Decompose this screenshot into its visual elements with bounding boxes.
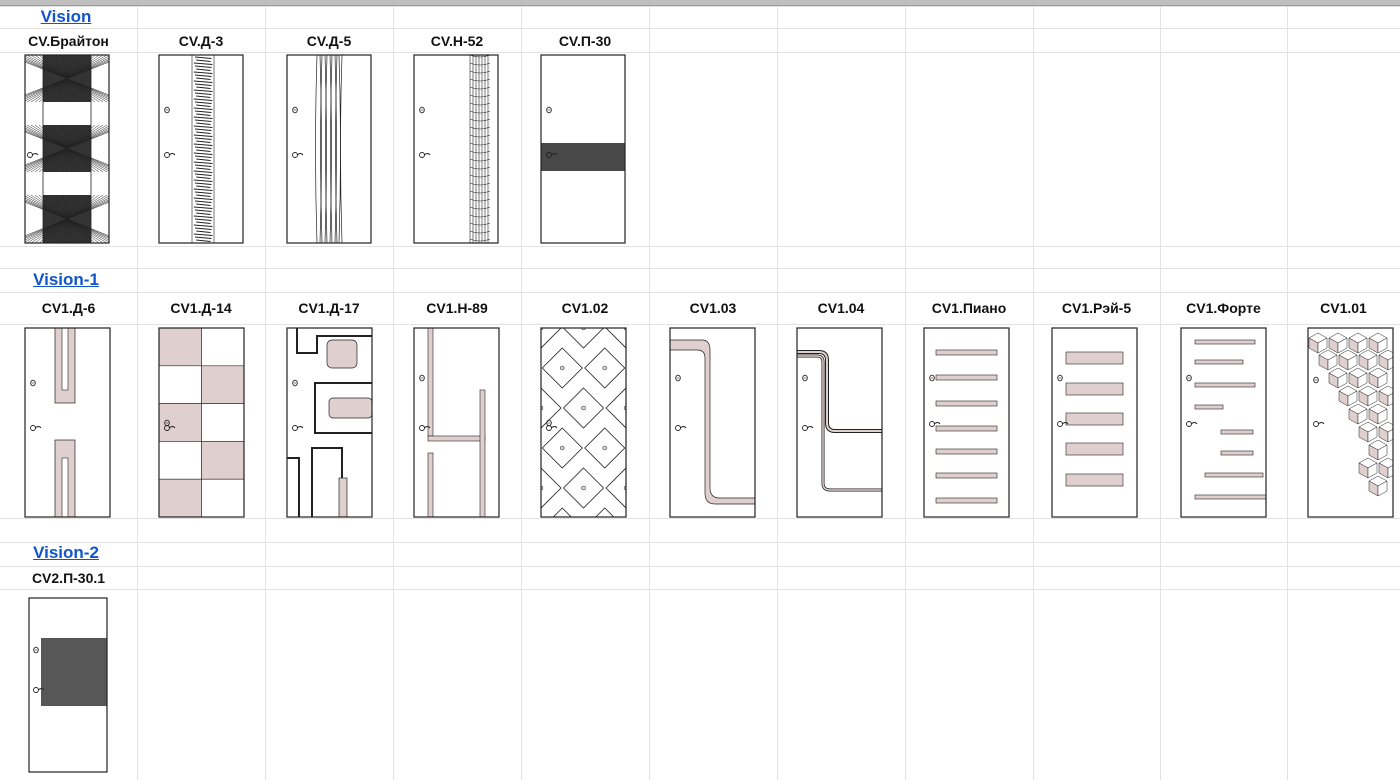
door-model-name: CV1.04 (817, 300, 865, 316)
door-model-name: CV1.Д-6 (41, 300, 96, 316)
door-model-name: CV1.Д-14 (170, 300, 232, 316)
door-model-name: CV1.03 (689, 300, 737, 316)
door-drawing-svg (286, 54, 372, 244)
door-model-name: CV.Д-3 (178, 33, 224, 49)
door-drawing-ray5 (1051, 327, 1138, 518)
section-link-vision-1[interactable]: Vision-1 (33, 270, 99, 289)
door-drawing-svg (540, 54, 626, 244)
door-drawing-d6 (24, 327, 111, 518)
door-drawing-svg (158, 54, 244, 244)
door-drawing-svg (796, 327, 883, 518)
section-link-vision-2[interactable]: Vision-2 (33, 543, 99, 562)
door-drawing-d17 (286, 327, 373, 518)
door-model-name: CV.П-30 (558, 33, 612, 49)
door-model-name: CV1.Рэй-5 (1061, 300, 1132, 316)
door-model-name: CV.Брайтон (28, 33, 109, 49)
door-drawing-p30 (540, 54, 626, 244)
door-drawing-forte (1180, 327, 1267, 518)
door-drawing-p301 (28, 597, 108, 773)
door-drawing-piano (923, 327, 1010, 518)
door-drawing-v104 (796, 327, 883, 518)
door-drawing-svg (669, 327, 756, 518)
door-model-name: CV1.Н-89 (426, 300, 488, 316)
door-drawing-svg (24, 54, 110, 244)
door-drawing-d14 (158, 327, 245, 518)
door-model-name: CV.Д-5 (306, 33, 352, 49)
door-model-name: CV1.Пиано (931, 300, 1007, 316)
door-model-name: CV.Н-52 (430, 33, 484, 49)
door-drawing-svg (1180, 327, 1267, 518)
door-drawing-n89 (413, 327, 500, 518)
door-drawing-v102 (540, 327, 627, 518)
door-drawing-svg (24, 327, 111, 518)
door-drawing-svg (1051, 327, 1138, 518)
door-model-name: CV2.П-30.1 (31, 570, 106, 586)
door-drawing-svg (540, 327, 627, 518)
door-drawing-svg (1307, 327, 1394, 518)
section-link-vision[interactable]: Vision (40, 7, 92, 26)
door-drawing-brighton (24, 54, 110, 244)
door-drawing-d3 (158, 54, 244, 244)
door-drawing-svg (923, 327, 1010, 518)
door-model-name: CV1.Д-17 (298, 300, 360, 316)
door-model-name: CV1.02 (561, 300, 609, 316)
door-drawing-v103 (669, 327, 756, 518)
door-drawing-svg (28, 597, 108, 773)
door-drawing-d5 (286, 54, 372, 244)
door-drawing-svg (158, 327, 245, 518)
door-model-name: CV1.Форте (1186, 300, 1261, 316)
toolbar-edge (0, 0, 1400, 6)
door-model-name: CV1.01 (1320, 300, 1367, 316)
door-drawing-svg (286, 327, 373, 518)
door-drawing-svg (413, 327, 500, 518)
door-drawing-v101 (1307, 327, 1394, 518)
door-drawing-n52 (413, 54, 499, 244)
door-drawing-svg (413, 54, 499, 244)
